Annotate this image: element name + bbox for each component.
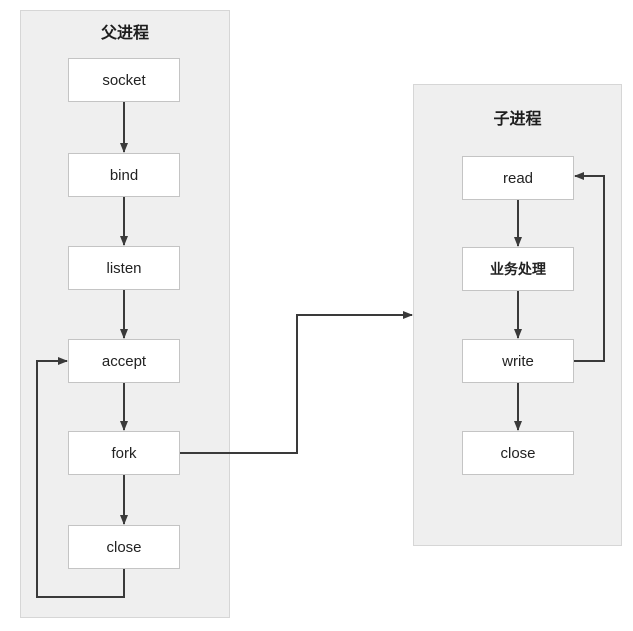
node-accept: accept [68,339,180,383]
arrow-fork-to-child [180,311,413,454]
node-bind: bind [68,153,180,197]
node-listen: listen [68,246,180,290]
node-fork: fork [68,431,180,475]
node-socket: socket [68,58,180,102]
arrow-close-loop-to-accept [36,357,125,598]
arrow-write-loop-to-read [574,172,605,362]
node-business-processing: 业务处理 [462,247,574,291]
node-read: read [462,156,574,200]
child-process-title: 子进程 [493,109,542,128]
node-parent-close: close [68,525,180,569]
node-write: write [462,339,574,383]
node-child-close: close [462,431,574,475]
parent-process-title: 父进程 [100,23,149,42]
